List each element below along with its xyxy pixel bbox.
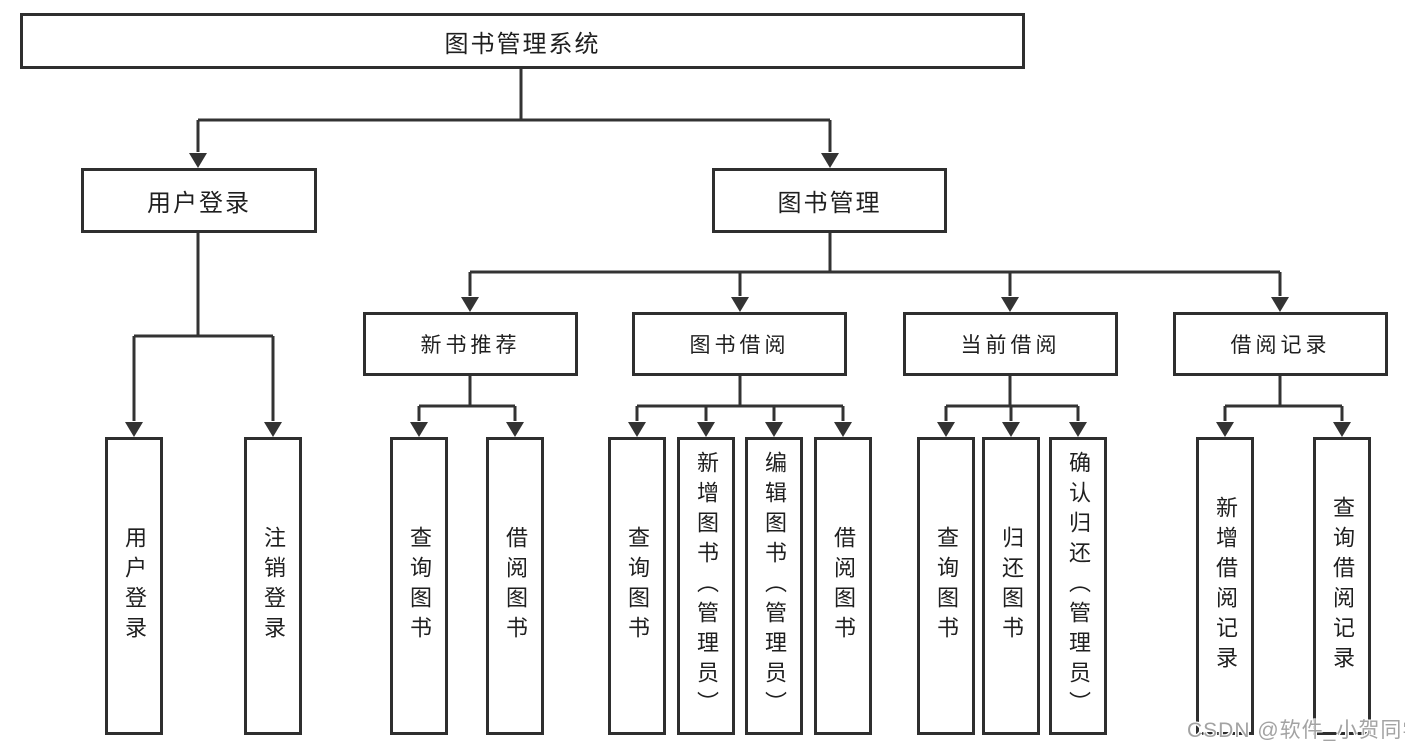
csdn-watermark: CSDN @软件_小贺同学 — [1187, 719, 1405, 742]
leaf-query-books-current: 查询图书 — [917, 437, 975, 735]
leaf-edit-books-admin: 编辑图书（管理员） — [745, 437, 803, 735]
node-book-management: 图书管理 — [712, 168, 947, 233]
leaf-return-books: 归还图书 — [982, 437, 1040, 735]
node-book-management-system: 图书管理系统 — [20, 13, 1025, 69]
leaf-borrow-books: 借阅图书 — [814, 437, 872, 735]
leaf-confirm-return-admin: 确认归还（管理员） — [1049, 437, 1107, 735]
leaf-query-borrow-record: 查询借阅记录 — [1313, 437, 1371, 735]
connector-segments — [132, 69, 1344, 421]
leaf-add-books-admin: 新增图书（管理员） — [677, 437, 735, 735]
leaf-add-borrow-record: 新增借阅记录 — [1196, 437, 1254, 735]
leaf-user-login: 用户登录 — [105, 437, 163, 735]
leaf-borrow-books-recommend: 借阅图书 — [486, 437, 544, 735]
leaf-query-books-recommend: 查询图书 — [390, 437, 448, 735]
node-book-borrowing: 图书借阅 — [632, 312, 847, 376]
node-current-borrowing: 当前借阅 — [903, 312, 1118, 376]
node-borrowing-records: 借阅记录 — [1173, 312, 1388, 376]
arrowheads — [125, 153, 1351, 437]
node-new-book-recommendation: 新书推荐 — [363, 312, 578, 376]
leaf-query-books-borrowing: 查询图书 — [608, 437, 666, 735]
node-user-login: 用户登录 — [81, 168, 317, 233]
leaf-logout: 注销登录 — [244, 437, 302, 735]
